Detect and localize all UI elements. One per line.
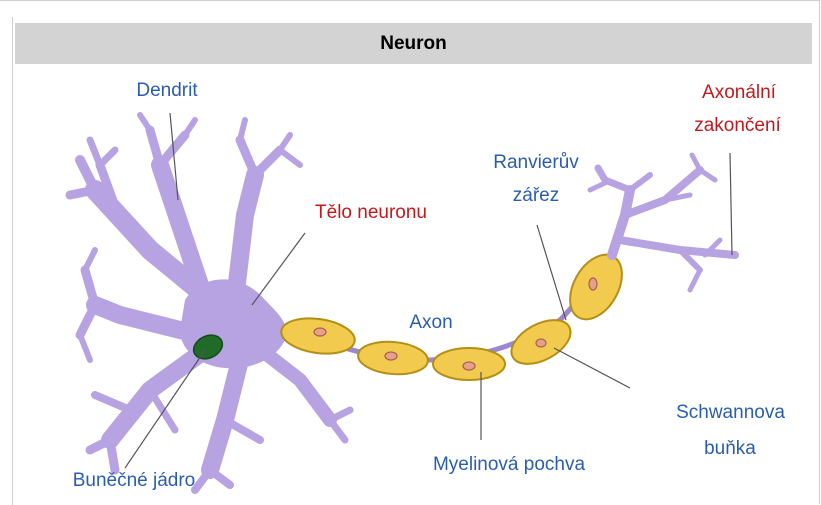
label-dendrit: Dendrit — [122, 78, 212, 104]
label-myelinova-pochva: Myelinová pochva — [404, 452, 614, 478]
label-ranvieruv-line2: zářez — [490, 183, 582, 209]
label-axonalni-line1: Axonální — [680, 80, 798, 106]
label-axonalni-line2: zakončení — [665, 113, 810, 139]
label-telo-neuronu: Tělo neuronu — [290, 200, 452, 226]
label-schwannova-line2: buňka — [680, 436, 780, 462]
label-bunecne-jadro: Buněčné jádro — [48, 468, 220, 494]
label-axon: Axon — [396, 310, 466, 336]
label-schwannova-line1: Schwannova — [653, 400, 808, 426]
label-ranvieruv-line1: Ranvierův — [470, 150, 602, 176]
